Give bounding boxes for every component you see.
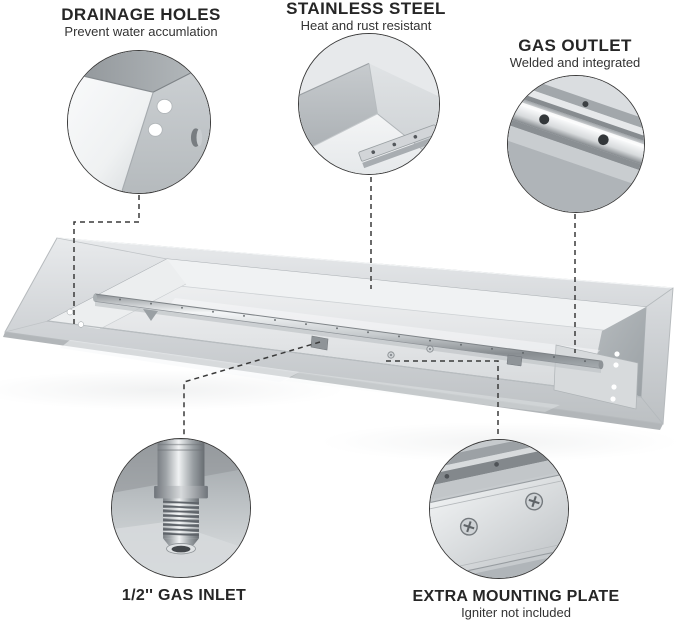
mounting-plate-title: EXTRA MOUNTING PLATE [412,588,620,605]
burner-tube [93,293,604,373]
gas-outlet-photo [508,76,644,212]
burner-ports [119,298,586,363]
connector-mounting-plate [386,360,499,438]
connector-drainage [73,195,140,326]
stainless-corner-photo [299,34,439,174]
gas-inlet-title: 1/2'' GAS INLET [121,587,247,604]
plate-screws [387,345,434,359]
stainless-subtitle: Heat and rust resistant [300,18,432,34]
gas-inlet-photo [112,439,250,577]
callout-circle-gas-outlet [507,75,645,213]
stainless-title: STAINLESS STEEL [286,0,446,18]
connector-gas-inlet [183,341,321,437]
drainage-label: DRAINAGE HOLES Prevent water accumlation [61,5,221,40]
gas-outlet-title: GAS OUTLET [518,36,632,55]
callout-circle-gas-inlet [111,438,251,578]
drainage-subtitle: Prevent water accumlation [64,24,218,40]
mounting-plate-label: EXTRA MOUNTING PLATE Igniter not include… [413,588,620,620]
drainage-title: DRAINAGE HOLES [61,5,221,24]
drainage-holes-left-wall [66,308,85,328]
mounting-plate-subtitle: Igniter not included [461,605,571,620]
threaded-fitting [154,439,208,555]
gas-inlet-label: 1/2'' GAS INLET [122,587,246,604]
edge-bracket [358,124,439,169]
burner-tube-closeup [508,76,644,212]
callout-circle-stainless [298,33,440,175]
drainage-holes-photo [68,51,210,193]
gas-inlet-fitting-under-pan [310,335,329,351]
callout-circle-mounting-plate [429,439,569,579]
mounting-plate-photo [430,440,568,578]
plate-screw-left [459,517,478,536]
gas-outlet-subtitle: Welded and integrated [509,55,641,71]
gas-outlet-label: GAS OUTLET Welded and integrated [509,36,641,71]
plate-screw-right [525,492,544,511]
stainless-label: STAINLESS STEEL Heat and rust resistant [286,0,446,34]
callout-circle-drainage [67,50,211,194]
